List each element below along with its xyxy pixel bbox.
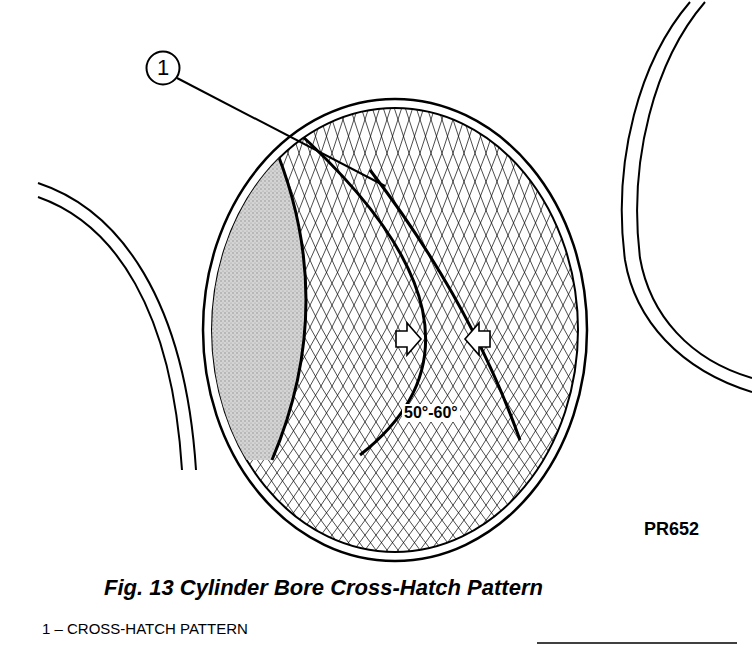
hatch-line: [0, 95, 208, 565]
hatch-line: [68, 95, 318, 565]
hatch-line: [610, 95, 752, 565]
figure-caption: Fig. 13 Cylinder Bore Cross-Hatch Patter…: [104, 575, 543, 601]
hatch-line: [599, 95, 752, 565]
angle-line: [290, 125, 520, 455]
hatch-line: [544, 95, 752, 565]
hatch-line: [277, 95, 527, 565]
hatch-line: [0, 95, 142, 565]
hatch-line: [365, 95, 615, 565]
hatch-line: [409, 95, 659, 565]
hatch-line: [420, 95, 670, 565]
hatch-line: [101, 95, 351, 565]
cross-hatch-lines: [0, 95, 752, 565]
hatch-line: [577, 95, 752, 565]
hatch-line: [500, 95, 750, 565]
hatch-line: [511, 95, 752, 565]
angle-dimension: 50°-60°: [402, 404, 460, 422]
hatch-line: [588, 95, 752, 565]
hatch-line: [632, 95, 752, 565]
hatch-line: [112, 95, 362, 565]
hatch-line: [0, 95, 230, 565]
hatch-line: [79, 95, 329, 565]
shaded-area: [150, 140, 306, 460]
callout-circle: 1: [145, 50, 181, 86]
hatch-line: [555, 95, 752, 565]
hatch-line: [288, 95, 538, 565]
hatch-line: [654, 95, 752, 565]
hatch-line: [442, 95, 692, 565]
hatch-line: [566, 95, 752, 565]
hatch-line: [90, 95, 340, 565]
arrow-symbol: [396, 323, 421, 355]
hatch-line: [0, 95, 153, 565]
hatch-line: [0, 95, 197, 565]
hatch-line: [643, 95, 752, 565]
hatch-line: [398, 95, 648, 565]
hatch-line: [376, 95, 626, 565]
hatch-line: [522, 95, 752, 565]
hatch-line: [145, 95, 395, 565]
arrow-symbol: [465, 323, 490, 355]
hatch-line: [60, 95, 310, 565]
hatch-line: [57, 95, 307, 565]
hatch-line: [354, 95, 604, 565]
hatch-line: [464, 95, 714, 565]
hatch-line: [0, 95, 219, 565]
hatch-line: [332, 95, 582, 565]
hatch-line: [343, 95, 593, 565]
rule-line: [537, 642, 737, 644]
hatch-line: [0, 95, 186, 565]
hatch-line: [453, 95, 703, 565]
hatch-line: [0, 95, 131, 565]
hatch-line: [533, 95, 752, 565]
hatch-line: [266, 95, 516, 565]
leader-line: [177, 78, 385, 186]
figure-code: PR652: [642, 519, 701, 540]
hatch-line: [0, 95, 175, 565]
hatch-line: [0, 95, 120, 565]
hatch-line: [71, 95, 321, 565]
hatch-line: [0, 95, 241, 565]
callout-number: 1: [145, 50, 181, 86]
hatch-line: [431, 95, 681, 565]
hatch-line: [123, 95, 373, 565]
legend-note: 1 – CROSS-HATCH PATTERN: [40, 620, 250, 637]
hatch-line: [321, 95, 571, 565]
hatch-line: [489, 95, 739, 565]
hatch-line: [621, 95, 752, 565]
hatch-line: [0, 95, 164, 565]
